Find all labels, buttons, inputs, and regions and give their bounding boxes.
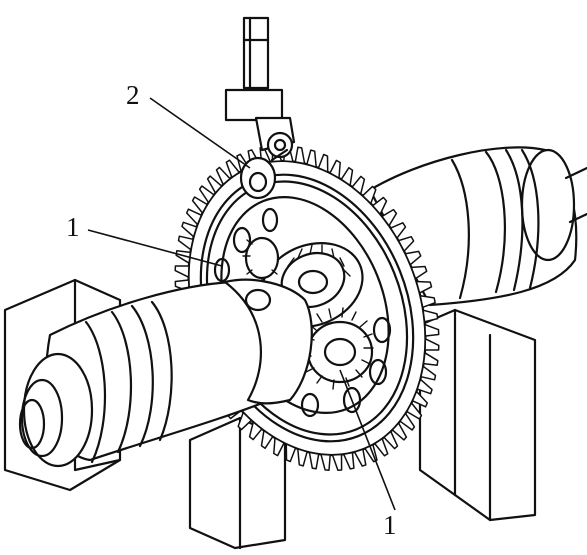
gear-tooth [391, 422, 408, 441]
right-shaft [368, 146, 587, 307]
gear-tooth [306, 149, 317, 168]
gear-tooth [215, 166, 231, 186]
gear-tooth [424, 338, 440, 351]
gear-tooth [371, 196, 388, 215]
spider-pinion [242, 236, 280, 286]
gear-tooth [206, 175, 223, 194]
gear-tooth [331, 453, 343, 471]
gear-tooth [248, 421, 263, 441]
gear-tooth [415, 280, 433, 294]
callout-leaders [87, 97, 396, 511]
leader-1-upper [87, 229, 223, 267]
gear-tooth [397, 235, 415, 252]
gear-tooth [411, 390, 429, 408]
gear-tooth [191, 196, 208, 214]
gear-tooth [198, 185, 215, 204]
upper-side-gear [280, 244, 351, 309]
gear-tooth [181, 221, 198, 238]
bottom-support-block [188, 416, 287, 550]
gear-tooth [353, 448, 367, 467]
callout-label-2: 2 [126, 80, 140, 110]
gear-tooth [342, 451, 355, 470]
gear-tooth [361, 185, 377, 205]
dial-indicator [224, 16, 296, 200]
gear-tooth [419, 295, 436, 309]
gear-tooth [399, 412, 416, 431]
gear-tooth [320, 453, 331, 471]
leader-2 [149, 97, 251, 169]
carrier-bolt-holes [213, 207, 392, 418]
gear-tooth [389, 222, 407, 239]
gear-tooth [273, 437, 285, 457]
gear-tooth [422, 352, 439, 366]
gear-tooth [381, 208, 398, 227]
gear-tooth [237, 411, 253, 431]
gear-tooth [185, 208, 203, 226]
leader-1-lower [339, 369, 396, 511]
gear-tooth [351, 175, 366, 195]
gear-tooth [177, 235, 194, 251]
gear-tooth [416, 378, 433, 395]
gear-tooth [422, 309, 439, 323]
gear-tooth [410, 265, 428, 280]
gear-tooth [383, 430, 399, 450]
gear-tooth [317, 153, 329, 173]
gear-tooth [297, 448, 308, 467]
gear-tooth [308, 451, 320, 470]
gear-tooth [285, 443, 297, 463]
gear-tooth [406, 402, 423, 420]
gear-tooth [260, 429, 274, 450]
callout-label-1-lower: 1 [383, 510, 397, 540]
gear-tooth [329, 159, 341, 179]
gear-tooth [174, 265, 190, 278]
left-shaft [18, 278, 313, 468]
gear-tooth [404, 250, 422, 266]
callout-label-1-upper: 1 [66, 212, 80, 242]
gear-tooth [374, 437, 389, 457]
gear-tooth [225, 159, 240, 179]
gear-tooth [424, 323, 440, 337]
right-support-block [418, 308, 537, 522]
gear-tooth [420, 365, 437, 381]
gear-tooth [340, 166, 354, 187]
gear-tooth [294, 146, 306, 165]
